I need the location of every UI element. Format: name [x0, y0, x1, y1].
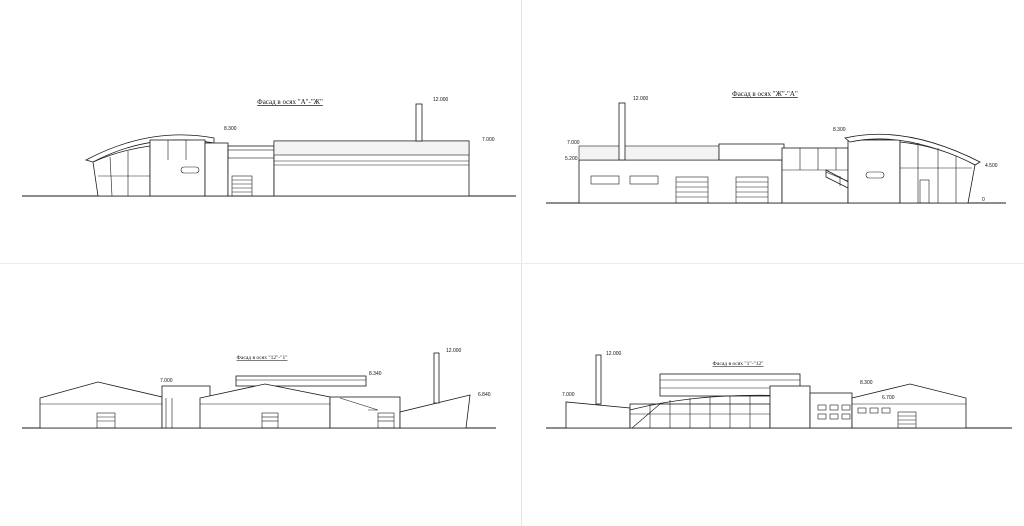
elevation-a-zh: Фасад в осях "А"-"Ж": [22, 97, 516, 197]
level-mark: 6.700: [882, 395, 895, 401]
level-mark: 8.340: [369, 371, 382, 377]
level-mark: 5.200: [565, 156, 578, 162]
garage-door: [96, 412, 116, 429]
level-mark: 7.000: [482, 137, 495, 143]
level-mark: 6.840: [478, 392, 491, 398]
elevation-1-12-title: Фасад в осях "1"-"12": [713, 361, 764, 367]
corrugated-cladding: [273, 140, 470, 156]
office-block: [809, 392, 853, 429]
window: [869, 407, 879, 414]
lobby-block: [781, 147, 849, 204]
window: [817, 413, 827, 420]
hangar-right: [851, 383, 967, 429]
elevation-zh-a-title: Фасад в осях "Ж"-"А": [732, 90, 798, 98]
window: [841, 413, 851, 420]
window: [629, 175, 659, 185]
chimney: [433, 352, 440, 404]
level-mark: 0: [982, 197, 985, 203]
chimney: [618, 102, 626, 161]
brand-logo: [180, 166, 200, 174]
hall-block: [847, 139, 901, 204]
window: [829, 413, 839, 420]
level-mark: 7.000: [567, 140, 580, 146]
level-mark: 8.300: [860, 380, 873, 386]
elevation-zh-a: Фасад в осях "Ж"-"А": [546, 90, 1006, 204]
hall-block: [149, 139, 206, 197]
window: [829, 404, 839, 411]
workshop-block: [578, 159, 783, 204]
stair-block: [204, 142, 229, 197]
service-block: [329, 396, 401, 429]
elevation-12-1-title: Фасад в осях "12"-"1": [237, 355, 288, 361]
garage-door: [377, 412, 395, 429]
corrugated-cladding: [578, 145, 720, 161]
office-block: [769, 385, 811, 429]
garage-door: [231, 175, 253, 197]
elevation-12-1: Фасад в осях "12"-"1": [22, 348, 496, 429]
level-mark: 4.500: [985, 163, 998, 169]
level-mark: 8.300: [833, 127, 846, 133]
level-mark: 8.300: [224, 126, 237, 132]
boiler-block: [399, 394, 471, 429]
window: [881, 407, 891, 414]
garage-door: [261, 412, 279, 429]
chimney: [595, 354, 602, 405]
external-stair: [631, 403, 661, 429]
service-block: [227, 145, 275, 197]
level-mark: 12.000: [433, 97, 449, 103]
window: [841, 404, 851, 411]
level-mark: 7.000: [160, 378, 173, 384]
level-mark: 7.000: [562, 392, 575, 398]
entrance-door: [919, 179, 930, 204]
mullion: [109, 156, 113, 197]
upper-block: [718, 143, 785, 161]
boiler-block: [565, 401, 631, 429]
brand-logo: [865, 171, 885, 179]
garage-door: [735, 176, 769, 204]
glass-hall: [629, 403, 771, 429]
chimney: [415, 103, 423, 142]
external-stair: [339, 397, 379, 411]
sheet-divider-horizontal: [0, 263, 1024, 264]
elevation-a-zh-title: Фасад в осях "А"-"Ж": [257, 98, 323, 106]
level-mark: 12.000: [446, 348, 462, 354]
glass-hall: [899, 141, 976, 204]
level-mark: 12.000: [606, 351, 622, 357]
level-mark: 12.000: [633, 96, 649, 102]
garage-door: [675, 176, 709, 204]
upper-block: [235, 375, 367, 387]
window: [857, 407, 867, 414]
curved-canopy: [629, 394, 791, 411]
window: [590, 175, 620, 185]
hangar-middle: [199, 383, 331, 429]
elevation-1-12: Фасад в осях "1"-"12": [546, 351, 1012, 429]
window: [817, 404, 827, 411]
